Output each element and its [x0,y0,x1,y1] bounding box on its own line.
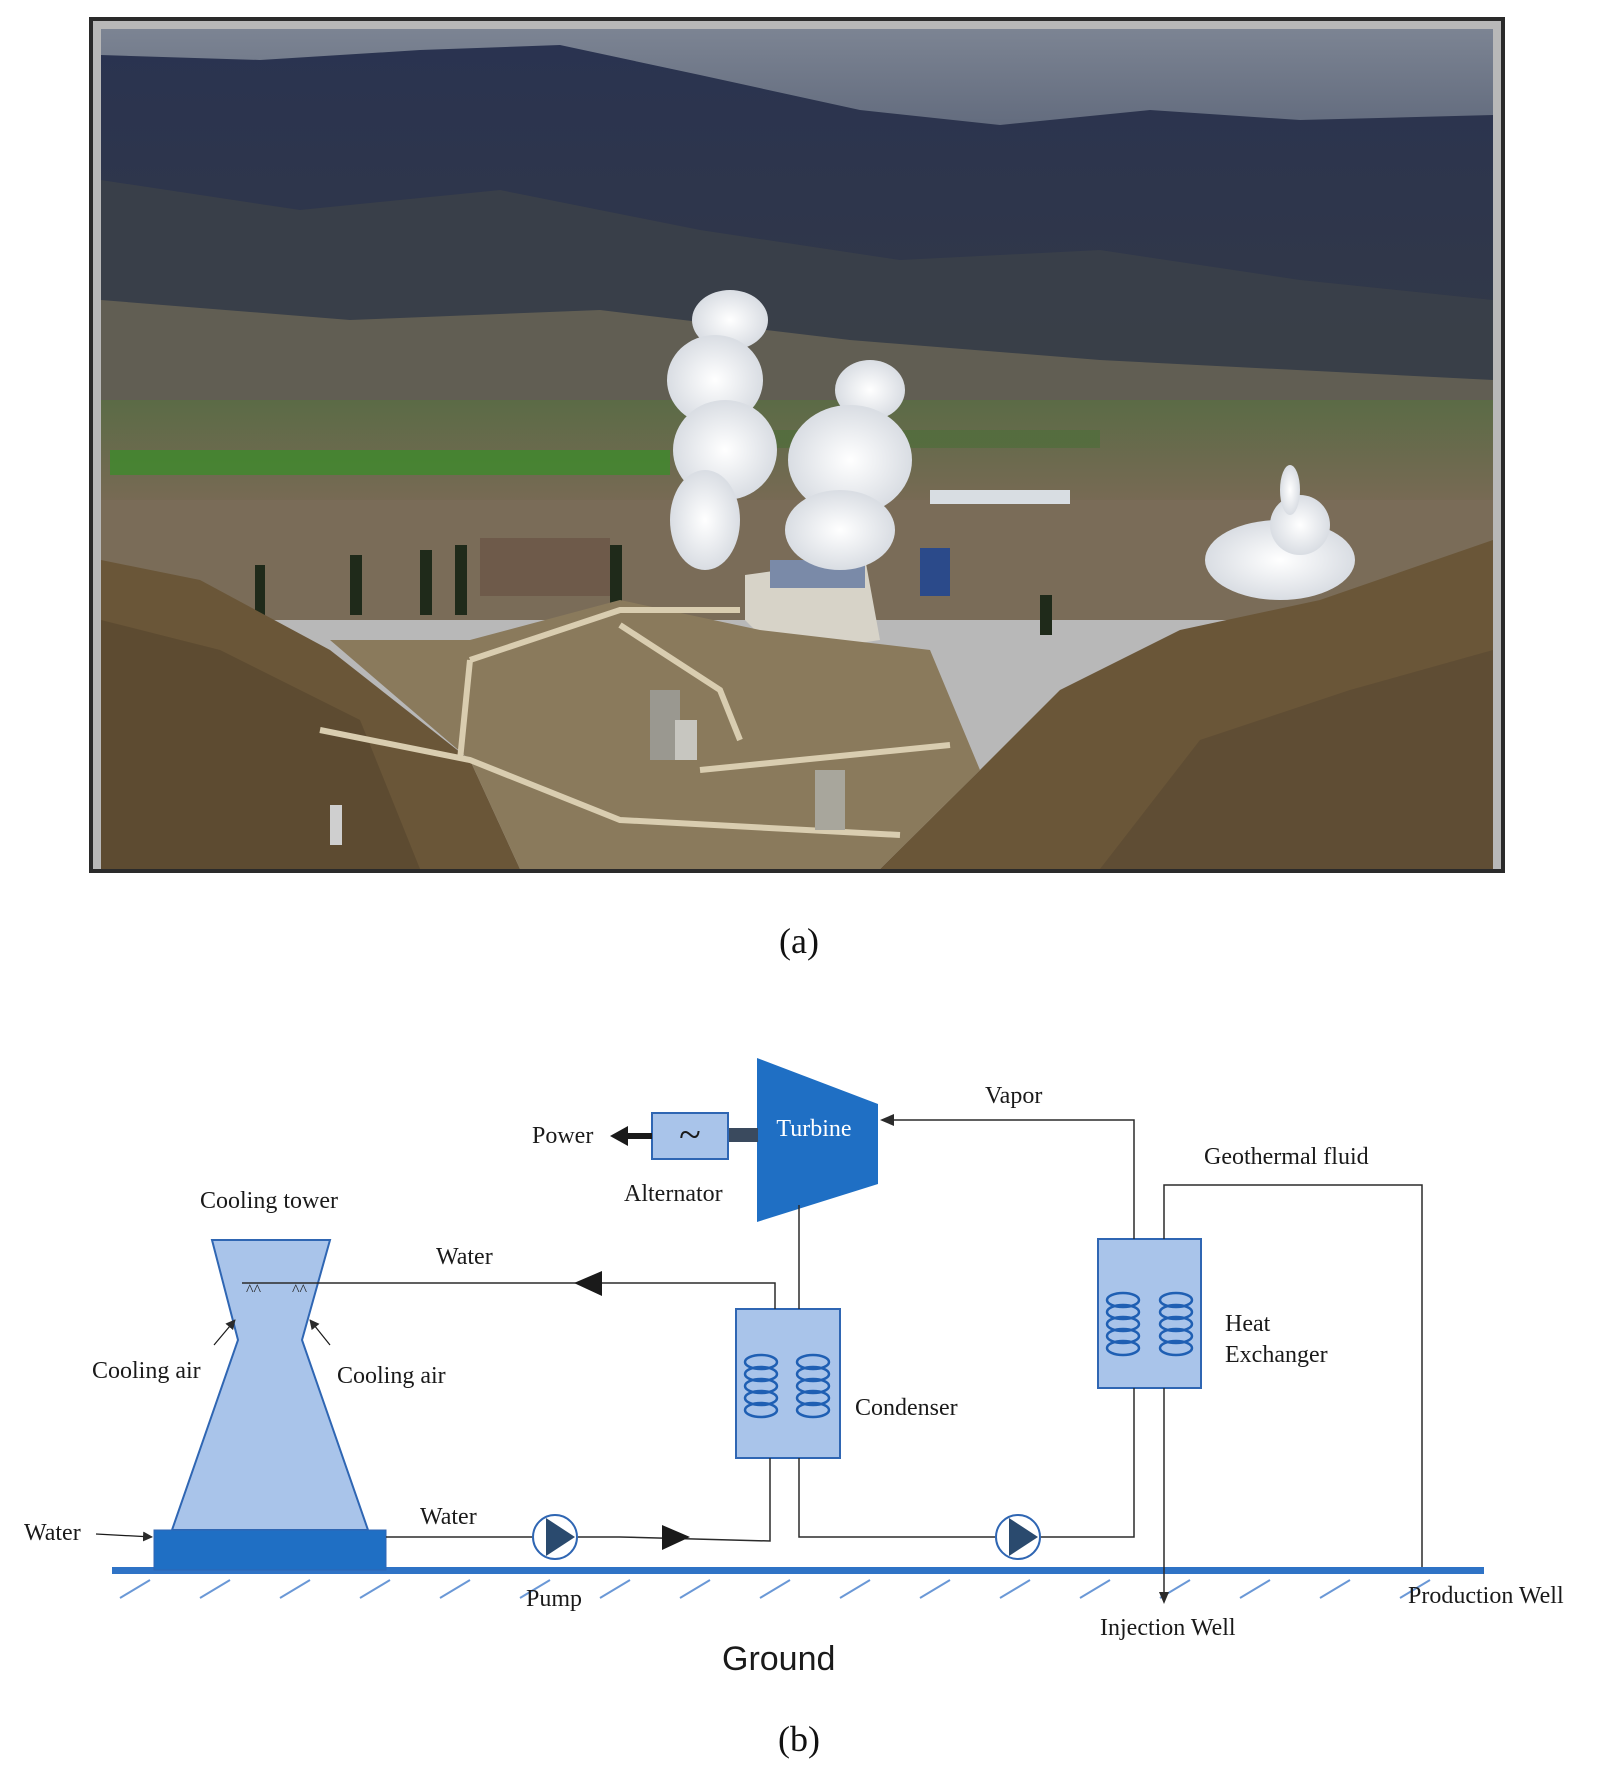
water-top-label: Water [436,1244,493,1270]
water-flow-arrow-bottom [662,1525,690,1550]
ground-label: Ground [722,1640,835,1678]
ground-hatching [119,1579,1431,1599]
turbine [757,1058,878,1222]
panel-a-photo [89,17,1505,873]
condenser-coils [743,1353,831,1419]
water-bottom-label: Water [420,1504,477,1530]
turbine-label: Turbine [776,1116,851,1142]
geothermal-fluid-label: Geothermal fluid [1204,1144,1369,1170]
turbine-shaft [728,1128,758,1142]
pump-label: Pump [526,1586,582,1612]
photo-scene [101,29,1493,869]
ground-line [112,1567,1484,1574]
condenser-label: Condenser [855,1395,958,1421]
heat-exchanger-label-line1: Heat [1225,1311,1271,1337]
production-well-label: Production Well [1408,1583,1564,1609]
steam-plumes [667,290,1355,600]
condenser [735,1308,841,1459]
water-inlet-arrow [95,1531,153,1542]
panel-b-caption: (b) [778,1719,820,1759]
injection-arrow-head [1159,1592,1169,1604]
water-flow-arrow-top [574,1271,602,1296]
cooling-air-left-label: Cooling air [92,1358,201,1384]
cooling-tower-label: Cooling tower [200,1188,338,1214]
power-arrow-head [610,1126,628,1146]
cooling-air-arrow-left [213,1319,236,1346]
pump-1 [532,1514,578,1560]
cooling-air-right-label: Cooling air [337,1363,446,1389]
spray-marks-left: ^^ [246,1282,262,1299]
heat-exchanger-label-line2: Exchanger [1225,1342,1328,1368]
vapor-arrow-head [880,1114,894,1126]
alternator-symbol: ~ [679,1112,701,1157]
vapor-label: Vapor [985,1083,1042,1109]
pump-2 [995,1514,1041,1560]
cooling-basin [153,1529,387,1571]
alternator-label: Alternator [624,1181,723,1207]
heat-exchanger [1097,1238,1202,1389]
pipes [242,1119,1423,1595]
cooling-air-arrow-right [309,1319,331,1346]
power-label: Power [532,1123,593,1149]
injection-well-label: Injection Well [1100,1615,1236,1641]
water-left-label: Water [24,1520,81,1546]
heat-exchanger-coils [1105,1291,1194,1357]
panel-a-caption: (a) [779,921,819,961]
spray-marks-right: ^^ [292,1282,308,1299]
pipelines [319,607,951,838]
